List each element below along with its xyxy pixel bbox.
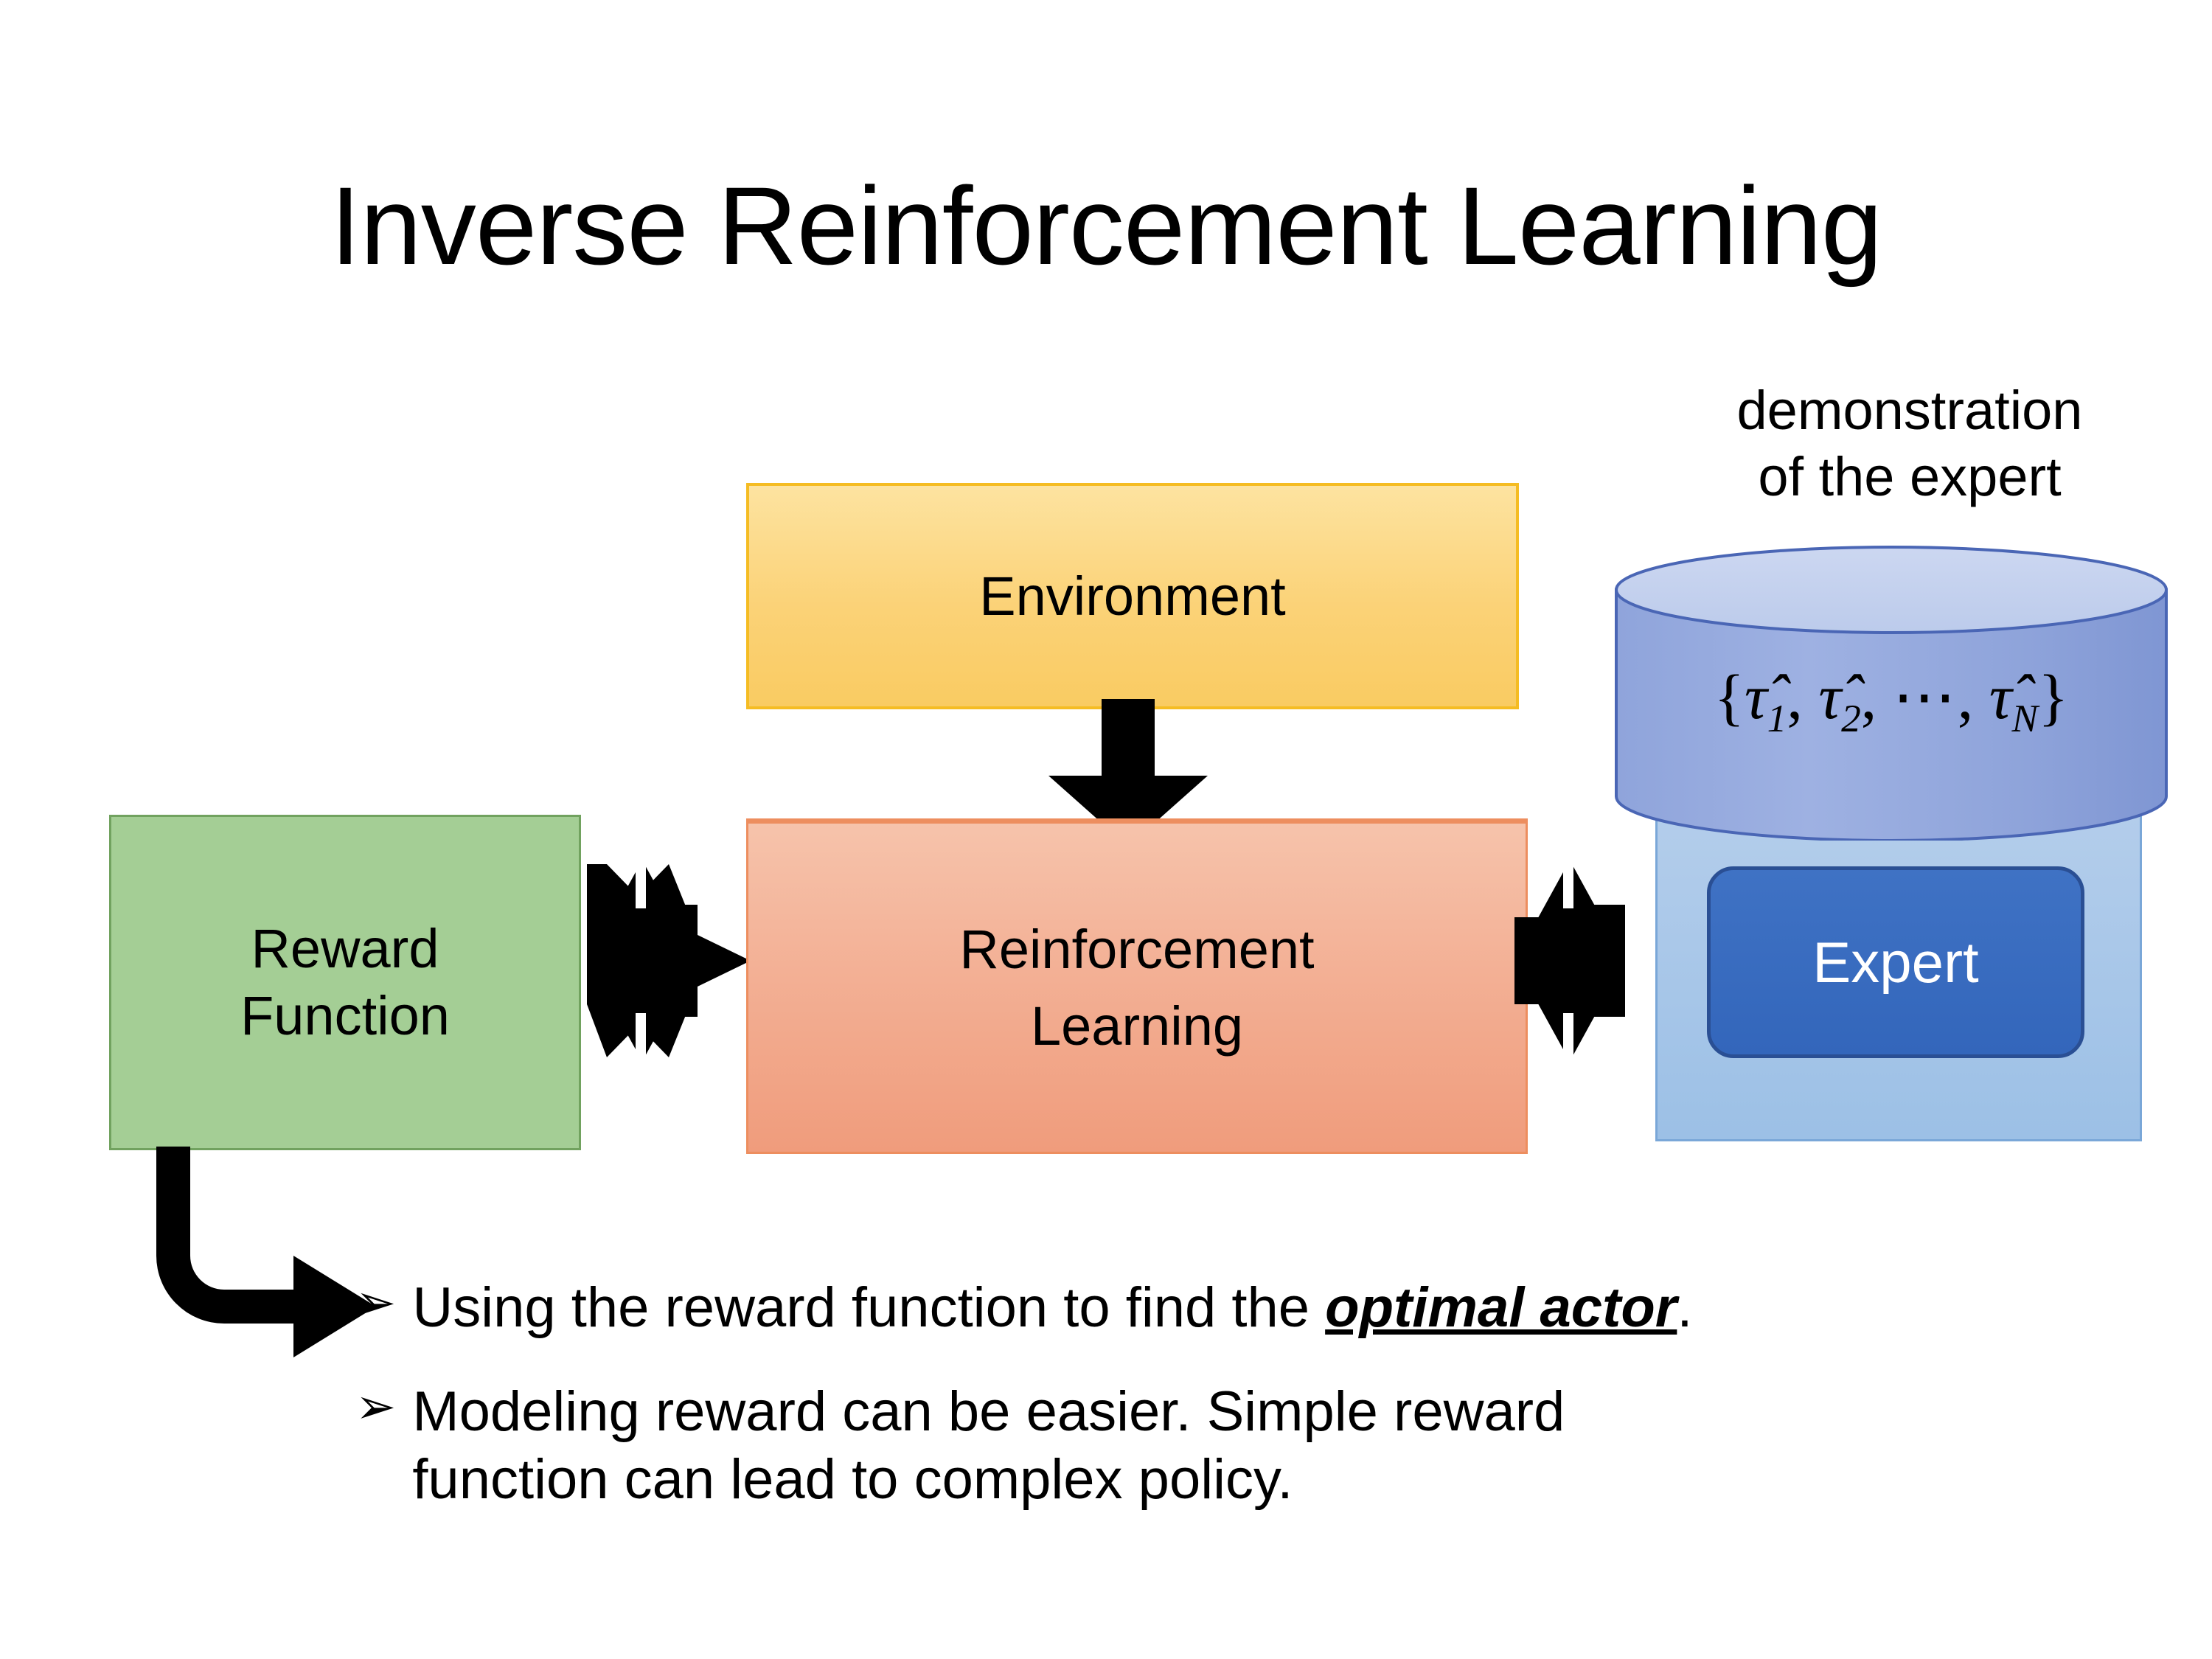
formula-term-1-subscript: 1: [1767, 696, 1787, 741]
formula-separator-3: ,: [1957, 661, 1974, 732]
expert-label: Expert: [1812, 929, 1979, 995]
formula-close-brace: }: [2038, 661, 2069, 732]
reward-function-label-line1: Reward: [251, 918, 439, 980]
expert-box[interactable]: Expert: [1707, 866, 2084, 1058]
bullet-text-2: Modeling reward can be easier. Simple re…: [412, 1380, 1565, 1512]
bidirectional-arrow-rl-to-expert: [1514, 864, 1625, 1057]
bullet-list: ➢ Using the reward function to find the …: [355, 1274, 2125, 1550]
reward-function-box[interactable]: Reward Function: [109, 815, 581, 1150]
down-arrow-environment-to-rl: [1048, 699, 1208, 846]
formula-term-2-symbol: τ̂: [1818, 661, 1842, 732]
bullet-1-lead-text: Using the reward function to find the: [412, 1276, 1326, 1339]
bullet-item-2: ➢ Modeling reward can be easier. Simple …: [355, 1378, 2125, 1514]
formula-term-3-symbol: τ̂: [1989, 661, 2012, 732]
formula-term-2-subscript: 2: [1841, 696, 1861, 741]
formula-open-brace: {: [1714, 661, 1745, 732]
bullet-marker-icon: ➢: [355, 1275, 397, 1329]
formula-ellipsis: ⋯: [1892, 661, 1958, 732]
demonstration-formula: {τ̂1, τ̂2, ⋯, τ̂N}: [1615, 660, 2168, 741]
demonstration-caption-line1: demonstration: [1736, 380, 2083, 441]
bullet-1-trail-text: .: [1677, 1276, 1693, 1339]
bullet-1-emphasis-text: optimal actor: [1325, 1276, 1677, 1339]
demonstration-caption: demonstration of the expert: [1644, 378, 2175, 511]
reinforcement-learning-label-line1: Reinforcement: [959, 918, 1315, 980]
formula-separator-2: ,: [1860, 661, 1877, 732]
bullet-item-1: ➢ Using the reward function to find the …: [355, 1274, 2125, 1343]
bullet-text-1: Using the reward function to find the op…: [412, 1274, 1692, 1343]
bidirectional-arrow-reward-to-rl: [587, 864, 751, 1057]
demonstration-caption-line2: of the expert: [1758, 446, 2062, 508]
reinforcement-learning-label-line2: Learning: [1030, 995, 1243, 1057]
formula-term-1-symbol: τ̂: [1744, 661, 1767, 732]
page-title: Inverse Reinforcement Learning: [330, 164, 1883, 288]
reinforcement-learning-box[interactable]: Reinforcement Learning: [746, 818, 1528, 1154]
reward-function-label-line2: Function: [240, 984, 450, 1046]
environment-box[interactable]: Environment: [746, 483, 1519, 709]
formula-term-3-subscript: N: [2011, 696, 2039, 741]
elbow-arrow-reward-to-bullets: [156, 1147, 376, 1357]
bullet-marker-icon: ➢: [355, 1378, 397, 1433]
environment-label: Environment: [979, 566, 1286, 627]
formula-separator-1: ,: [1787, 661, 1803, 732]
demonstration-cylinder-icon: [1615, 546, 2168, 841]
